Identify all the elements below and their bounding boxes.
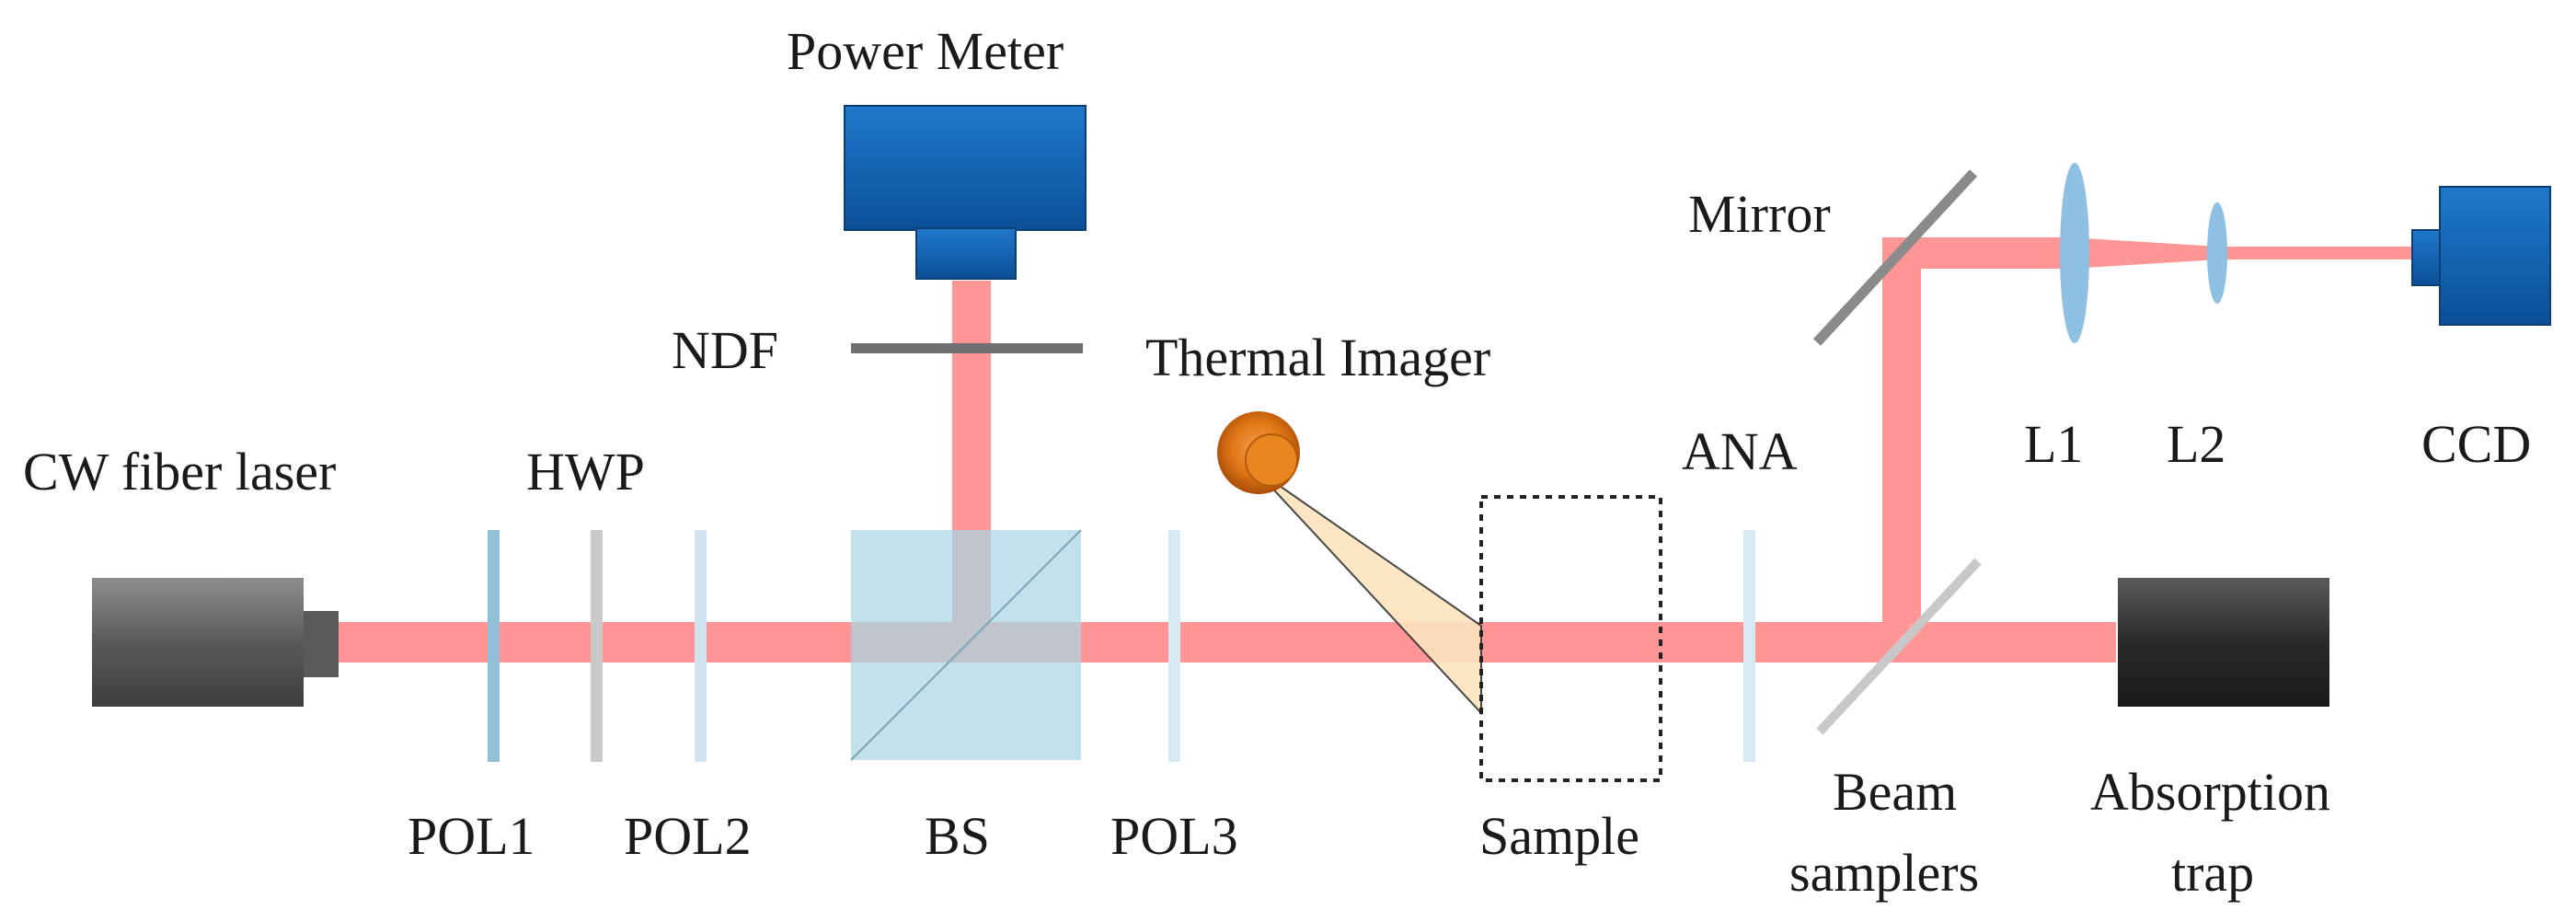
main-beam-segment xyxy=(336,622,2116,663)
ccd-body xyxy=(2439,186,2551,326)
thermal-imager-label: Thermal Imager xyxy=(1145,328,1490,387)
laser-beam xyxy=(336,237,2414,663)
pol3-polarizer xyxy=(1168,530,1180,762)
ndf-filter xyxy=(851,343,1083,353)
sampler-to-mirror-beam-segment xyxy=(1882,248,1921,640)
laser-label: CW fiber laser xyxy=(23,442,336,501)
pol1-polarizer xyxy=(488,530,500,762)
laser-output-port xyxy=(304,611,339,677)
thermal-imager xyxy=(1217,411,1482,716)
power-meter-body xyxy=(844,105,1087,231)
absorption-trap-label-line2: trap xyxy=(2171,843,2254,903)
power-meter-sensor xyxy=(915,227,1017,280)
ana-analyzer xyxy=(1743,530,1755,762)
ccd-label: CCD xyxy=(2421,414,2531,474)
absorption-trap xyxy=(2118,578,2329,707)
ana-label: ANA xyxy=(1682,421,1798,481)
beam-splitter xyxy=(850,529,1082,761)
thermal-imager-lens xyxy=(1245,433,1298,487)
power-meter-label: Power Meter xyxy=(787,21,1064,81)
beam-sampler xyxy=(1816,558,1982,735)
pol2-label: POL2 xyxy=(624,806,752,866)
hwp-label: HWP xyxy=(526,442,645,501)
lens-l1 xyxy=(2060,163,2089,343)
beam-samplers-label-line2: samplers xyxy=(1789,843,1979,903)
beam-samplers-label-line1: Beam xyxy=(1833,762,1957,822)
bs-label: BS xyxy=(925,806,990,866)
l2-label: L2 xyxy=(2167,414,2225,474)
pol2-polarizer xyxy=(695,530,707,762)
mirror-label: Mirror xyxy=(1688,184,1831,244)
l1-label: L1 xyxy=(2024,414,2083,474)
sample-label: Sample xyxy=(1479,806,1639,866)
focusing-beam-segment xyxy=(2070,237,2219,269)
beam-splitter-diagonal xyxy=(850,529,1082,761)
hwp-waveplate xyxy=(591,530,603,762)
mirror xyxy=(1812,169,1978,346)
laser-body xyxy=(92,578,304,707)
cw-fiber-laser xyxy=(92,578,339,707)
lens-to-ccd-beam-segment xyxy=(2219,247,2414,259)
absorption-trap-label-line1: Absorption xyxy=(2090,762,2330,822)
lens-l2 xyxy=(2207,202,2227,304)
ndf-label: NDF xyxy=(672,320,778,380)
power-meter xyxy=(844,105,1087,280)
ccd-lens-mount xyxy=(2411,229,2441,286)
pol3-label: POL3 xyxy=(1110,806,1238,866)
ccd-camera xyxy=(2411,186,2551,326)
pol1-label: POL1 xyxy=(408,806,535,866)
thermal-imager-field-of-view xyxy=(1252,467,1482,716)
